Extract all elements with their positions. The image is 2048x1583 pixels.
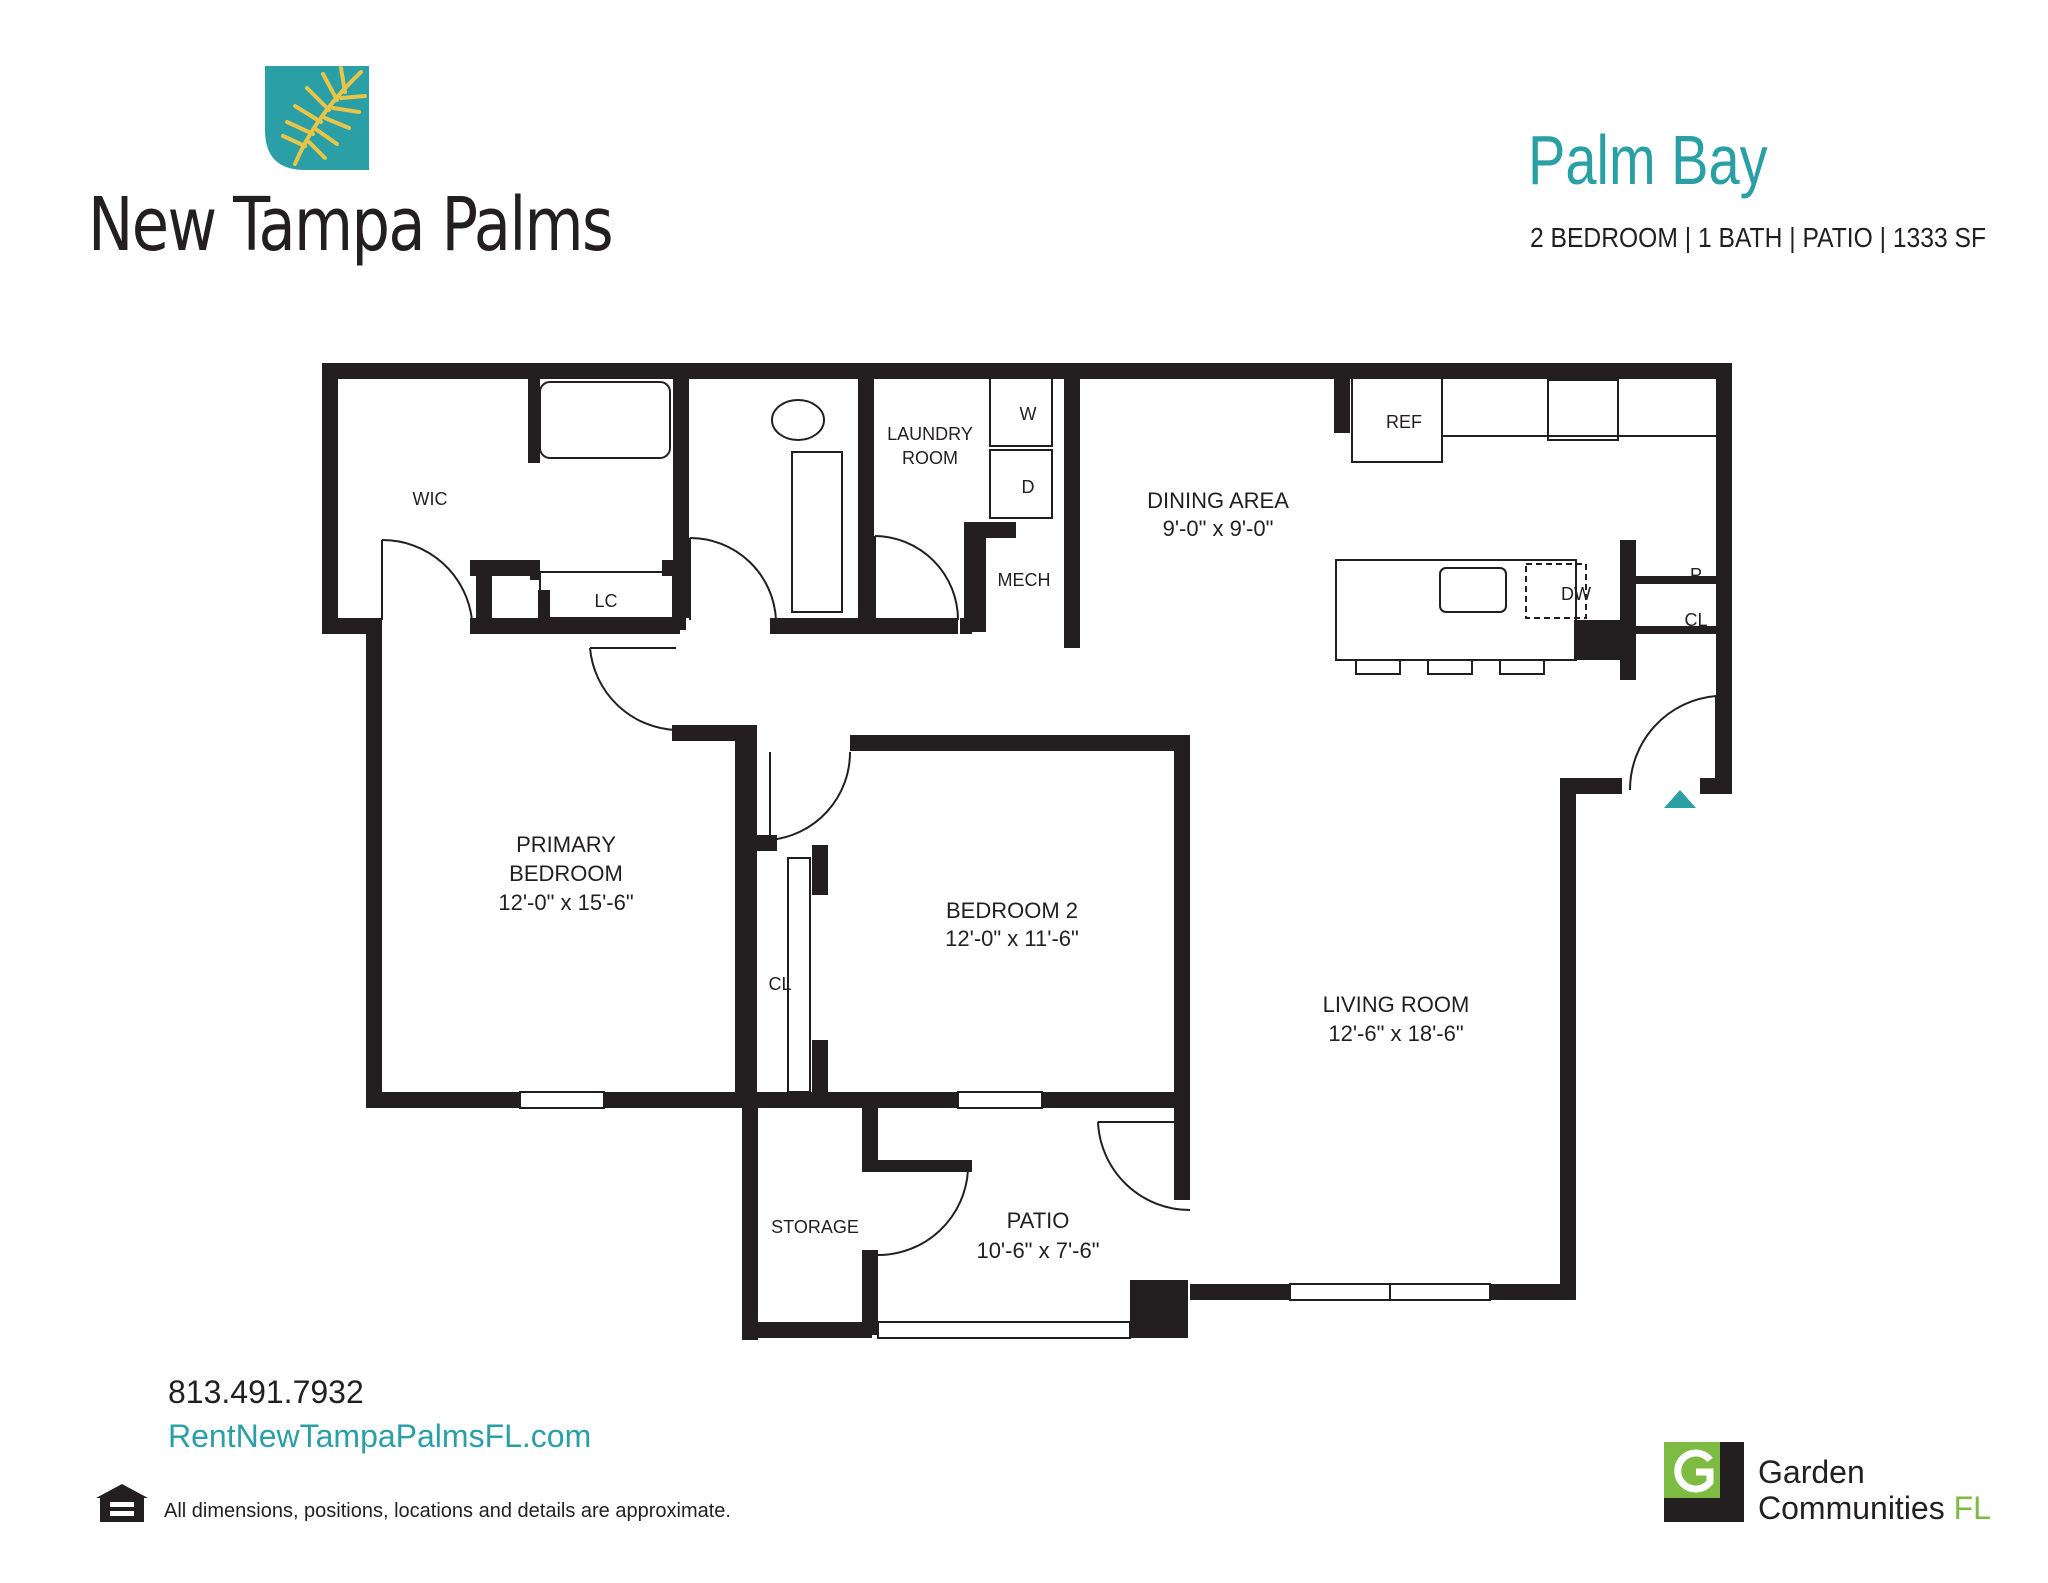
primary-dims: 12'-0" x 15'-6" [498, 890, 633, 915]
refrigerator [1351, 377, 1443, 463]
garden-communities-logo-icon [1664, 1442, 1744, 1522]
brand-name: New Tampa Palms [88, 182, 614, 268]
kitchen-closet-label: CL [1684, 610, 1707, 630]
laundry-label-1: LAUNDRY [887, 424, 973, 444]
primary-name-2: BEDROOM [509, 861, 623, 886]
ref-label: REF [1386, 412, 1422, 432]
door-swings [381, 535, 1717, 1257]
patio-dims: 10'-6" x 7'-6" [976, 1238, 1099, 1263]
dryer-label: D [1022, 477, 1035, 497]
kitchen-fixtures [519, 377, 1716, 1339]
dining-dims: 9'-0" x 9'-0" [1163, 516, 1274, 541]
living-name: LIVING ROOM [1323, 992, 1470, 1017]
washer-label: W [1020, 404, 1037, 424]
plan-name: Palm Bay [1528, 121, 1768, 199]
mech-label: MECH [998, 570, 1051, 590]
disclaimer: All dimensions, positions, locations and… [164, 1500, 731, 1522]
equal-housing-icon [96, 1484, 148, 1522]
lc-label: LC [594, 591, 617, 611]
dryer [989, 449, 1053, 519]
wic-label: WIC [413, 489, 448, 509]
kitchen-sink [1439, 567, 1507, 613]
pantry-label: P [1690, 565, 1702, 585]
dishwasher [1525, 563, 1587, 619]
toilet [771, 399, 825, 441]
triangle-up-icon [1664, 790, 1696, 808]
website-link[interactable]: RentNewTampaPalmsFL.com [168, 1418, 592, 1454]
plan-specs: 2 BEDROOM | 1 BATH | PATIO | 1333 SF [1530, 222, 1987, 253]
laundry-label-2: ROOM [902, 448, 958, 468]
dining-name: DINING AREA [1147, 488, 1289, 513]
company-name-line1: Garden [1758, 1454, 1865, 1490]
bathtub [539, 381, 671, 459]
stove [1547, 379, 1619, 441]
primary-name-1: PRIMARY [516, 832, 616, 857]
storage-label: STORAGE [771, 1217, 859, 1237]
company-name-line2-text: Communities [1758, 1490, 1945, 1526]
washer [989, 377, 1053, 447]
phone-number[interactable]: 813.491.7932 [168, 1374, 364, 1410]
bedroom2-name: BEDROOM 2 [946, 898, 1078, 923]
palm-leaf-logo-icon [265, 66, 369, 170]
patio-name: PATIO [1007, 1208, 1070, 1233]
company-suffix: FL [1953, 1490, 1991, 1526]
bedroom2-closet-label: CL [768, 974, 791, 994]
dw-label: DW [1561, 584, 1591, 604]
vanity [791, 451, 843, 613]
living-dims: 12'-6" x 18'-6" [1328, 1021, 1463, 1046]
kitchen-island [1335, 559, 1577, 661]
bedroom2-dims: 12'-0" x 11'-6" [945, 926, 1079, 951]
company-name-line2: Communities FL [1758, 1490, 1991, 1527]
